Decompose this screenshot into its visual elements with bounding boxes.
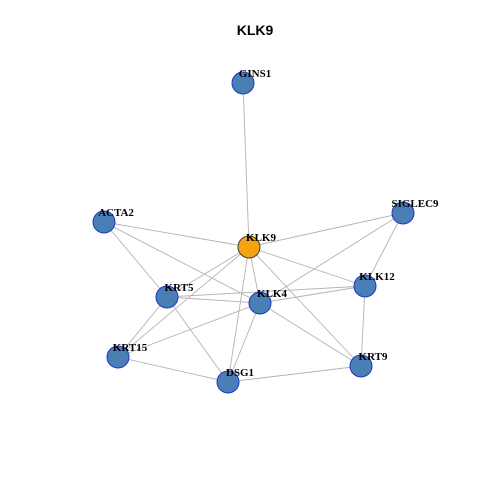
edge-gins1-klk9 — [242, 82, 250, 248]
node-label-krt15: KRT15 — [113, 342, 148, 354]
node-label-acta2: ACTA2 — [98, 207, 134, 219]
edge-klk9-dsg1 — [227, 246, 250, 383]
node-krt15: KRT15 — [106, 342, 148, 369]
node-circle-klk9 — [237, 235, 261, 259]
edge-siglec9-klk12 — [364, 212, 404, 287]
node-label-klk4: KLK4 — [257, 288, 287, 300]
edge-klk9-krt15 — [117, 246, 250, 358]
node-label-siglec9: SIGLEC9 — [391, 198, 439, 210]
node-circle-klk4 — [248, 291, 272, 315]
node-siglec9: SIGLEC9 — [391, 198, 439, 225]
edge-siglec9-klk9 — [248, 212, 404, 248]
node-label-krt5: KRT5 — [165, 282, 194, 294]
edge-siglec9-klk4 — [259, 212, 404, 304]
edge-krt5-klk12 — [166, 285, 366, 298]
node-label-gins1: GINS1 — [239, 68, 271, 80]
edge-acta2-klk9 — [103, 221, 250, 248]
node-circle-krt5 — [155, 285, 179, 309]
node-klk4: KLK4 — [248, 288, 287, 315]
edge-dsg1-krt9 — [227, 365, 362, 383]
edge-layer — [103, 82, 404, 383]
node-krt9: KRT9 — [349, 351, 388, 378]
edge-klk4-dsg1 — [227, 302, 261, 383]
node-label-krt9: KRT9 — [359, 351, 388, 363]
node-klk9: KLK9 — [237, 232, 276, 259]
graph-title: KLK9 — [237, 22, 274, 38]
node-klk12: KLK12 — [353, 271, 395, 298]
edge-klk9-krt5 — [166, 246, 250, 298]
node-krt5: KRT5 — [155, 282, 194, 309]
node-circle-dsg1 — [216, 370, 240, 394]
node-circle-acta2 — [92, 210, 116, 234]
node-circle-klk12 — [353, 274, 377, 298]
edge-klk12-krt9 — [360, 285, 366, 367]
node-label-dsg1: DSG1 — [226, 367, 254, 379]
edge-klk4-krt15 — [117, 302, 261, 358]
edge-acta2-klk4 — [103, 221, 261, 304]
node-circle-krt15 — [106, 345, 130, 369]
node-circle-siglec9 — [391, 201, 415, 225]
edge-klk9-krt9 — [248, 246, 362, 367]
edge-krt15-dsg1 — [117, 356, 229, 383]
node-circle-gins1 — [231, 71, 255, 95]
node-gins1: GINS1 — [231, 68, 271, 95]
edge-acta2-krt5 — [103, 221, 168, 298]
edge-klk4-krt9 — [259, 302, 362, 367]
node-label-klk9: KLK9 — [246, 232, 276, 244]
edge-klk4-klk12 — [259, 285, 366, 304]
node-label-klk12: KLK12 — [359, 271, 395, 283]
edge-krt5-dsg1 — [166, 296, 229, 383]
edge-klk9-klk12 — [248, 246, 366, 287]
node-acta2: ACTA2 — [92, 207, 134, 234]
node-dsg1: DSG1 — [216, 367, 254, 394]
node-circle-krt9 — [349, 354, 373, 378]
edge-krt5-krt15 — [117, 296, 168, 358]
edge-krt5-klk4 — [166, 296, 261, 304]
